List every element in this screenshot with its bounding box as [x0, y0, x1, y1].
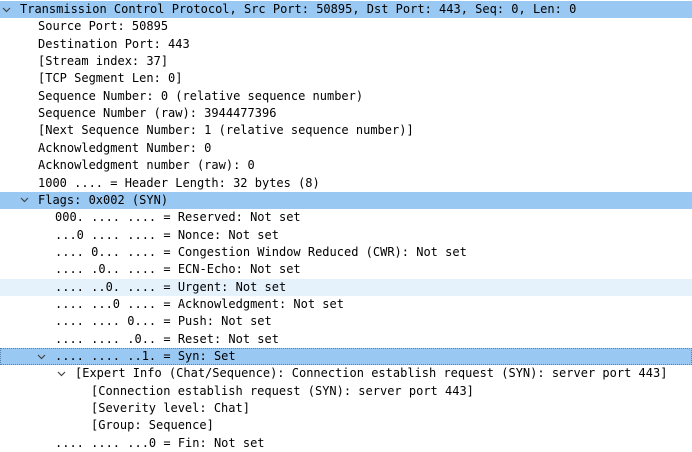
chevron-down-icon[interactable]: [19, 192, 29, 209]
tree-row-flag-urgent[interactable]: .... ..0. .... = Urgent: Not set: [0, 278, 692, 296]
tree-row-label: [Next Sequence Number: 1 (relative seque…: [38, 123, 414, 138]
tree-row-label: Acknowledgment number (raw): 0: [38, 158, 255, 173]
tree-row-label: .... ...0 .... = Acknowledgment: Not set: [55, 296, 344, 311]
tree-row-label: Flags: 0x002 (SYN): [38, 192, 169, 207]
tree-row-label: [Group: Sequence]: [91, 418, 214, 433]
tree-row-label: .... .... .0.. = Reset: Not set: [55, 331, 279, 346]
tree-row-flag-nonce[interactable]: ...0 .... .... = Nonce: Not set: [0, 227, 692, 244]
tree-row-flag-push[interactable]: .... .... 0... = Push: Not set: [0, 313, 692, 330]
tree-row-label: Sequence Number: 0 (relative sequence nu…: [38, 88, 364, 103]
tree-row-flag-reserved[interactable]: 000. .... .... = Reserved: Not set: [0, 209, 692, 226]
chevron-down-icon[interactable]: [36, 348, 46, 365]
tree-row-sequence-number-raw[interactable]: Sequence Number (raw): 3944477396: [0, 105, 692, 122]
chevron-down-icon[interactable]: [1, 1, 11, 18]
tree-row-label: 1000 .... = Header Length: 32 bytes (8): [38, 175, 320, 190]
tree-row-label: [Connection establish request (SYN): ser…: [91, 383, 474, 398]
tree-row-label: .... .0.. .... = ECN-Echo: Not set: [55, 262, 301, 277]
tree-row-label: .... .... ..1. = Syn: Set: [55, 349, 236, 363]
tree-row-flag-ecn-echo[interactable]: .... .0.. .... = ECN-Echo: Not set: [0, 261, 692, 278]
tree-row-flag-syn[interactable]: .... .... ..1. = Syn: Set: [0, 348, 692, 365]
tree-row-flag-fin[interactable]: .... .... ...0 = Fin: Not set: [0, 435, 692, 452]
tree-row-destination-port[interactable]: Destination Port: 443: [0, 36, 692, 53]
tree-row-label: .... ..0. .... = Urgent: Not set: [55, 279, 287, 294]
tree-row-severity-level[interactable]: [Severity level: Chat]: [0, 400, 692, 417]
tree-row-label: Destination Port: 443: [38, 36, 190, 51]
tree-row-label: .... .... ...0 = Fin: Not set: [55, 435, 265, 450]
tree-row-label: [Severity level: Chat]: [91, 401, 250, 416]
tree-row-label: [Expert Info (Chat/Sequence): Connection…: [75, 366, 668, 381]
tree-row-acknowledgment-raw[interactable]: Acknowledgment number (raw): 0: [0, 157, 692, 174]
tree-row-label: .... .... 0... = Push: Not set: [55, 314, 272, 329]
tree-row-group[interactable]: [Group: Sequence]: [0, 417, 692, 434]
tree-row-flag-reset[interactable]: .... .... .0.. = Reset: Not set: [0, 331, 692, 348]
tree-row-label: [Stream index: 37]: [38, 54, 169, 69]
tree-row-tcp-header[interactable]: Transmission Control Protocol, Src Port:…: [0, 1, 692, 18]
tree-row-flags[interactable]: Flags: 0x002 (SYN): [0, 191, 692, 209]
tree-row-label: Sequence Number (raw): 3944477396: [38, 106, 277, 121]
tree-row-stream-index[interactable]: [Stream index: 37]: [0, 53, 692, 70]
tree-row-label: Transmission Control Protocol, Src Port:…: [20, 2, 577, 16]
tree-row-label: Acknowledgment Number: 0: [38, 140, 212, 155]
tree-row-sequence-number[interactable]: Sequence Number: 0 (relative sequence nu…: [0, 88, 692, 105]
tree-row-label: [TCP Segment Len: 0]: [38, 71, 183, 86]
tree-row-label: ...0 .... .... = Nonce: Not set: [55, 227, 279, 242]
tree-row-label: 000. .... .... = Reserved: Not set: [55, 210, 301, 225]
tree-row-label: Source Port: 50895: [38, 19, 169, 34]
tree-row-acknowledgment-number[interactable]: Acknowledgment Number: 0: [0, 140, 692, 157]
tree-row-next-sequence-number[interactable]: [Next Sequence Number: 1 (relative seque…: [0, 122, 692, 139]
tree-row-header-length[interactable]: 1000 .... = Header Length: 32 bytes (8): [0, 175, 692, 192]
tree-row-tcp-segment-len[interactable]: [TCP Segment Len: 0]: [0, 70, 692, 87]
tree-row-source-port[interactable]: Source Port: 50895: [0, 18, 692, 35]
chevron-down-icon[interactable]: [56, 365, 66, 382]
tree-row-label: .... 0... .... = Congestion Window Reduc…: [55, 244, 467, 259]
tree-row-flag-cwr[interactable]: .... 0... .... = Congestion Window Reduc…: [0, 244, 692, 261]
tree-row-expert-info[interactable]: [Expert Info (Chat/Sequence): Connection…: [0, 365, 692, 382]
tree-row-expert-message[interactable]: [Connection establish request (SYN): ser…: [0, 383, 692, 400]
tree-row-flag-acknowledgment[interactable]: .... ...0 .... = Acknowledgment: Not set: [0, 296, 692, 313]
